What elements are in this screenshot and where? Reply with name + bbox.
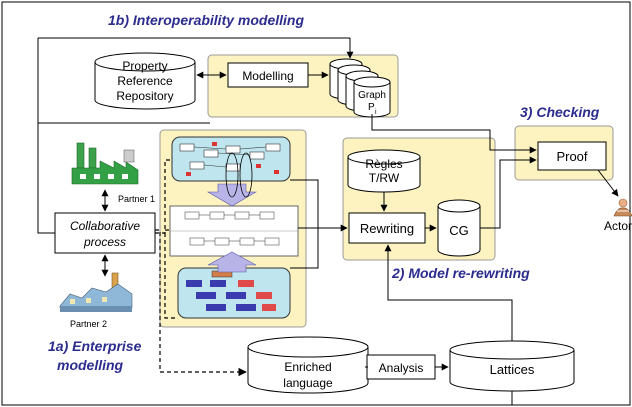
regles-line1: Règles: [365, 157, 402, 171]
collab-line2: process: [83, 235, 126, 249]
graph-pi-stack: Graph P i: [329, 58, 391, 118]
rewriting-box: [348, 212, 426, 244]
collab-line1: Collaborative: [70, 219, 140, 233]
proof-box: [537, 141, 607, 171]
cg-repository: CG: [437, 199, 481, 257]
graph-p-label: P: [368, 102, 375, 113]
lattices-repository: Lattices: [449, 340, 575, 392]
actor-label: Actor: [604, 219, 632, 233]
model-top-panel: [171, 136, 291, 182]
modelling-label: Modelling: [242, 69, 293, 83]
property-repository: Property Reference Repository: [94, 52, 196, 110]
factory-icon-partner1: [71, 142, 139, 185]
prop-repo-line2: Reference: [117, 74, 173, 88]
prop-repo-line3: Repository: [116, 89, 173, 103]
section-rewriting-title: 2) Model re-rewriting: [391, 265, 530, 281]
connectors: [37, 37, 619, 405]
regles-line2: T/RW: [369, 171, 400, 185]
big-arrow-down: [206, 183, 258, 207]
collab-process-box: [54, 212, 156, 254]
section-enterprise-title-2: modelling: [57, 357, 124, 373]
proof-label: Proof: [556, 149, 587, 164]
analysis-box: [366, 354, 436, 380]
model-ellipse-left: [225, 152, 239, 198]
modelling-box: [227, 62, 309, 88]
section-enterprise-title-1: 1a) Enterprise: [48, 338, 142, 354]
enterprise-models: [169, 136, 299, 319]
actor-icon: [613, 198, 632, 217]
big-arrow-up: [207, 251, 257, 273]
factory-icon-partner2: [59, 272, 133, 312]
analysis-label: Analysis: [379, 361, 424, 375]
model-ellipse-right: [239, 152, 253, 198]
section-checking-title: 3) Checking: [520, 104, 600, 120]
rewriting-label: Rewriting: [360, 221, 414, 236]
enriched-line1: Enriched: [284, 360, 331, 374]
dashed-connectors: [155, 159, 247, 377]
section-interop-title: 1b) Interoperability modelling: [108, 12, 304, 28]
lattices-label: Lattices: [490, 362, 535, 377]
regles-repository: Règles T/RW: [347, 149, 421, 193]
graph-sub-label: i: [375, 109, 377, 116]
partner2-label: Partner 2: [70, 319, 107, 329]
graph-label: Graph: [358, 90, 386, 101]
enriched-line2: language: [283, 376, 333, 390]
partner1-label: Partner 1: [118, 194, 155, 204]
cg-label: CG: [449, 223, 469, 238]
prop-repo-line1: Property: [122, 59, 167, 73]
enriched-language-repository: Enriched language: [247, 336, 369, 394]
